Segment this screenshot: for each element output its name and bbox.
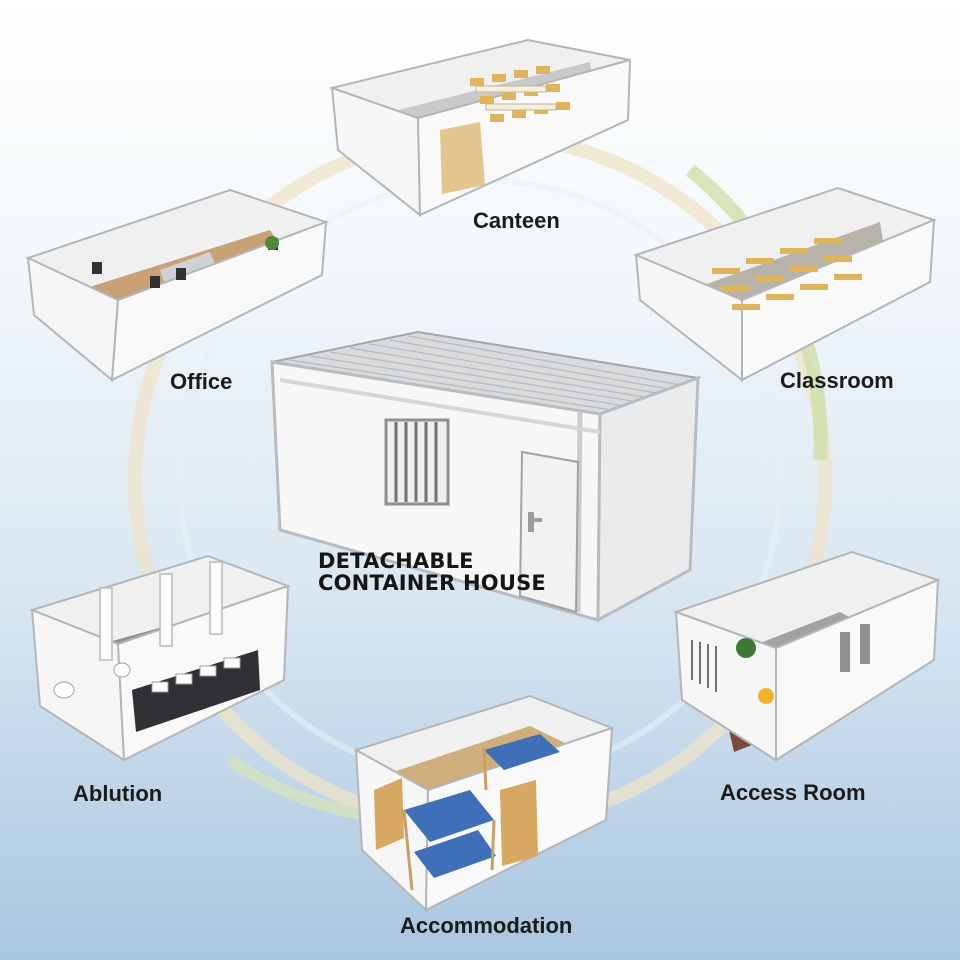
canteen-module-icon <box>328 38 632 218</box>
canteen-label: Canteen <box>473 208 560 233</box>
office-label: Office <box>170 369 233 394</box>
center-title-line2: CONTAINER HOUSE <box>318 571 546 595</box>
accommodation-label: Accommodation <box>400 913 573 938</box>
center-title: DETACHABLE CONTAINER HOUSE <box>318 550 546 594</box>
detachable-container-house-illustration <box>270 330 702 623</box>
access-room-module-icon <box>672 550 941 762</box>
access-room-label: Access Room <box>720 780 866 805</box>
classroom-module-icon <box>633 186 937 383</box>
accommodation-module-icon <box>353 694 615 913</box>
ablution-module-icon <box>28 554 291 762</box>
ablution-label: Ablution <box>73 781 163 806</box>
center-title-line1: DETACHABLE <box>318 549 474 573</box>
office-module-icon <box>25 188 329 383</box>
classroom-label: Classroom <box>780 368 894 393</box>
